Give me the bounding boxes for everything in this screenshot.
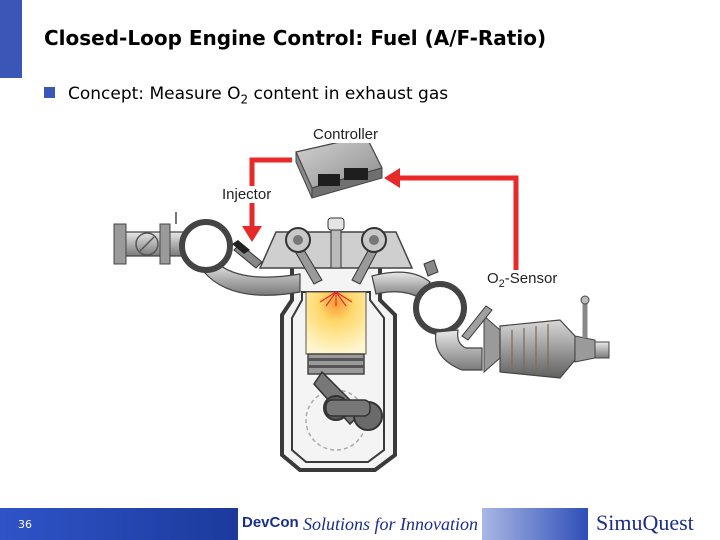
intake-manifold [113,212,301,296]
left-accent-bar [0,0,22,78]
footer-tagline: Solutions for Innovation [303,514,478,534]
bullet-square-icon [44,87,55,98]
simuquest-logo: SimuQuest [596,510,694,535]
engine-block [280,258,397,472]
o2-sensor-label-sub: 2 [498,278,505,290]
bullet-text-prefix: Concept: Measure O [68,84,241,104]
slide-title: Closed-Loop Engine Control: Fuel (A/F-Ra… [44,26,547,50]
o2-sensor-label-prefix: O [487,270,499,287]
injector-label: Injector [222,186,272,203]
cylinder-head [258,217,414,307]
devcon-logo: DevCon [242,514,299,531]
footer-bar [0,508,720,540]
o2-sensor-label: O2-Sensor [487,270,558,290]
controller-ecu [295,135,383,199]
o2-sensor-label-suffix: -Sensor [504,270,558,287]
slide-number: 36 [18,518,32,531]
exhaust-system [371,259,610,379]
concept-bullet: Concept: Measure O2 content in exhaust g… [44,84,448,106]
feedback-loop [242,157,519,288]
bullet-text-suffix: content in exhaust gas [248,84,449,104]
controller-label: Controller [313,126,379,143]
bullet-text-subscript: 2 [240,92,249,107]
engine-diagram [113,135,610,472]
